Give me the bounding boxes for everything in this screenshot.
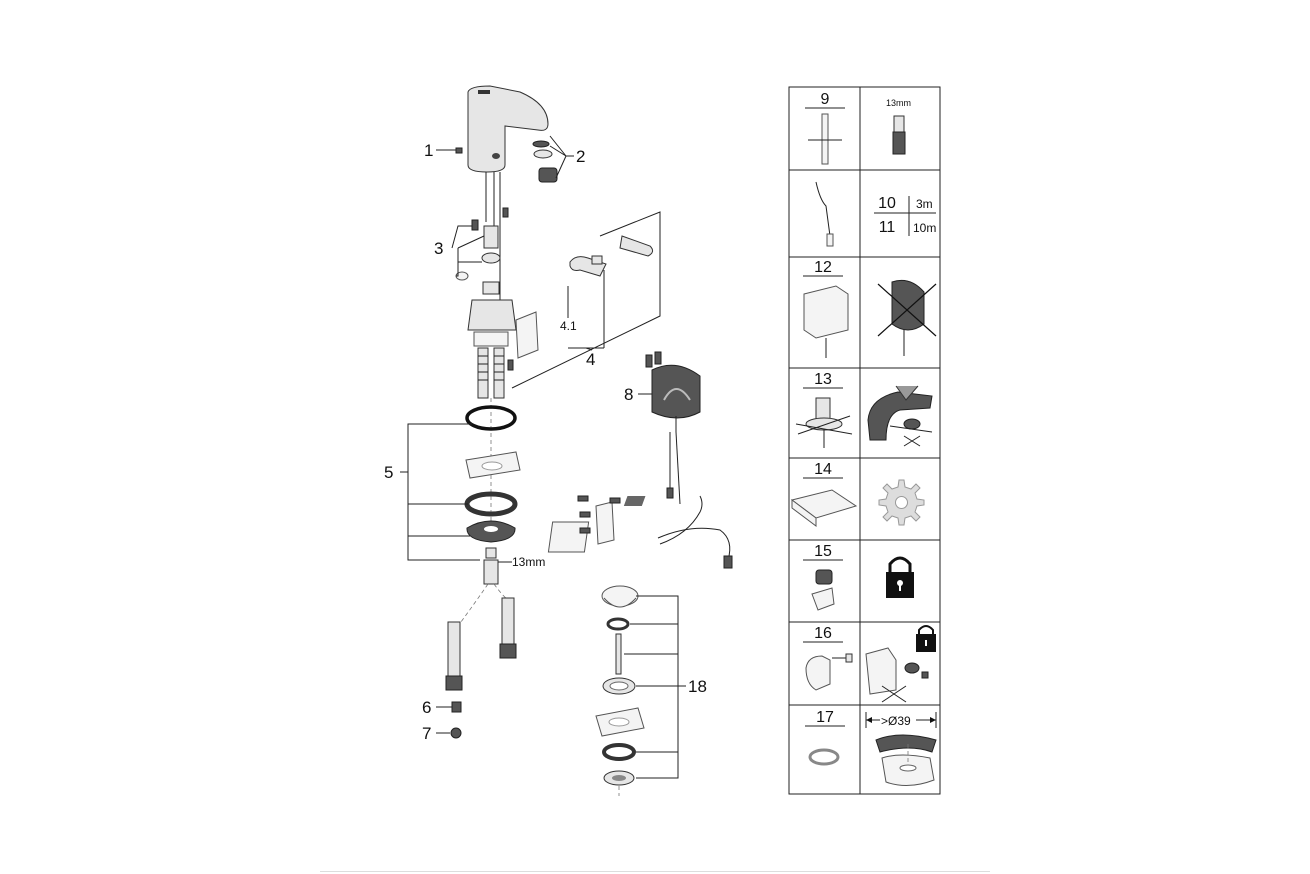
callout-8: 8 <box>624 385 633 404</box>
padlock-icon <box>916 625 936 652</box>
callout-4: 4 <box>586 350 595 369</box>
socket-tool <box>892 115 906 155</box>
sensor-install-instruction <box>865 647 929 703</box>
callout-18: 18 <box>688 677 707 696</box>
callout-1: 1 <box>424 141 433 160</box>
part-number-17: 17 <box>816 709 834 726</box>
part-number-13: 13 <box>814 371 832 388</box>
crossed-out-icon <box>877 279 937 356</box>
part-9-size-label: 13mm <box>886 98 911 108</box>
sensor-window <box>805 653 853 691</box>
callout-3: 3 <box>434 239 443 258</box>
min-diameter-label: >Ø39 <box>881 714 911 728</box>
padlock-icon <box>886 556 914 598</box>
basin-cutout <box>875 734 937 786</box>
gear-icon <box>878 479 925 526</box>
remote-control <box>623 489 858 527</box>
power-supply-assembly <box>547 351 733 569</box>
part-number-16: 16 <box>814 625 832 642</box>
drain-assembly <box>595 585 686 796</box>
battery-box <box>803 285 849 358</box>
callout-4-1: 4.1 <box>560 319 577 333</box>
faucet-assembly: 13mm <box>445 85 558 739</box>
part-number-11: 11 <box>879 219 896 236</box>
callout-lines <box>400 135 652 734</box>
part-number-14: 14 <box>814 461 832 478</box>
dimension-line <box>865 712 937 728</box>
callout-7: 7 <box>422 724 431 743</box>
mounting-instruction <box>867 385 933 447</box>
wrench-size-label: 13mm <box>512 555 545 569</box>
seal-ring <box>808 748 840 766</box>
part-number-12: 12 <box>814 259 832 276</box>
spare-parts-table: 9 13mm 10 3m 11 10m 12 <box>623 86 941 795</box>
part-number-10: 10 <box>878 195 896 212</box>
aerator-part <box>811 569 835 611</box>
callout-2: 2 <box>576 147 585 166</box>
sensor-cable <box>815 181 834 247</box>
part-number-15: 15 <box>814 543 832 560</box>
allen-key-tool <box>808 113 842 165</box>
cable-length-3m: 3m <box>916 197 933 211</box>
mounting-set <box>795 397 853 448</box>
part-number-9: 9 <box>821 91 830 108</box>
cable-length-10m: 10m <box>913 221 936 235</box>
bottom-rule <box>320 871 990 872</box>
callout-6: 6 <box>422 698 431 717</box>
temperature-lever-assembly <box>507 211 661 389</box>
callout-5: 5 <box>384 463 393 482</box>
